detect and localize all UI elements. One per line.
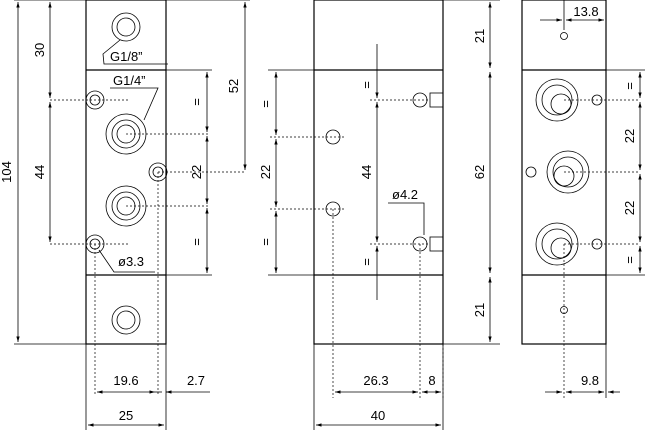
- dim-side-equal-44-bottom: =: [359, 258, 374, 266]
- dim-side-top-21: 21: [472, 29, 487, 43]
- front-bottom-port: [111, 305, 141, 335]
- dim-right-22-b: 22: [622, 201, 637, 215]
- dim-side-44: 44: [359, 165, 374, 179]
- dim-side-22: 22: [258, 165, 273, 179]
- label-hole-dia-3-3: ø3.3: [118, 254, 144, 269]
- side-body: [313, 0, 444, 345]
- dim-side-equal-bottom: =: [258, 238, 273, 246]
- dim-front-104: 104: [0, 161, 14, 183]
- dim-side-62: 62: [472, 165, 487, 179]
- dim-front-52: 52: [226, 79, 241, 93]
- dim-right-equal-bottom: =: [622, 256, 637, 264]
- dim-front-19-6: 19.6: [113, 373, 138, 388]
- front-top-port: [111, 12, 141, 42]
- dim-side-26-3: 26.3: [363, 373, 388, 388]
- dim-front-22: 22: [189, 165, 204, 179]
- dim-side-equal-44-top: =: [359, 81, 374, 89]
- dim-front-44: 44: [32, 165, 47, 179]
- dim-front-25: 25: [119, 408, 133, 423]
- dim-side-8: 8: [428, 373, 435, 388]
- side-view: [268, 0, 500, 430]
- dim-right-9-8: 9.8: [581, 373, 599, 388]
- dim-front-equal-top: =: [189, 98, 204, 106]
- right-view: [521, 0, 645, 398]
- front-view: [14, 0, 250, 430]
- dim-front-30: 30: [32, 43, 47, 57]
- dim-right-22-a: 22: [622, 129, 637, 143]
- dim-right-13-8: 13.8: [573, 4, 598, 19]
- dim-right-equal-top: =: [622, 82, 637, 90]
- dim-side-40: 40: [371, 408, 385, 423]
- dim-front-2-7: 2.7: [187, 373, 205, 388]
- label-thread-g1-8: G1/8”: [110, 49, 143, 64]
- dim-side-bottom-21: 21: [472, 303, 487, 317]
- dim-front-equal-bottom: =: [189, 238, 204, 246]
- label-hole-dia-4-2: ø4.2: [392, 187, 418, 202]
- dim-side-equal-top: =: [258, 100, 273, 108]
- label-thread-g1-4: G1/4”: [113, 73, 146, 88]
- right-port-mid: [546, 150, 590, 194]
- right-port-top: [535, 78, 579, 122]
- right-port-bottom: [535, 222, 579, 266]
